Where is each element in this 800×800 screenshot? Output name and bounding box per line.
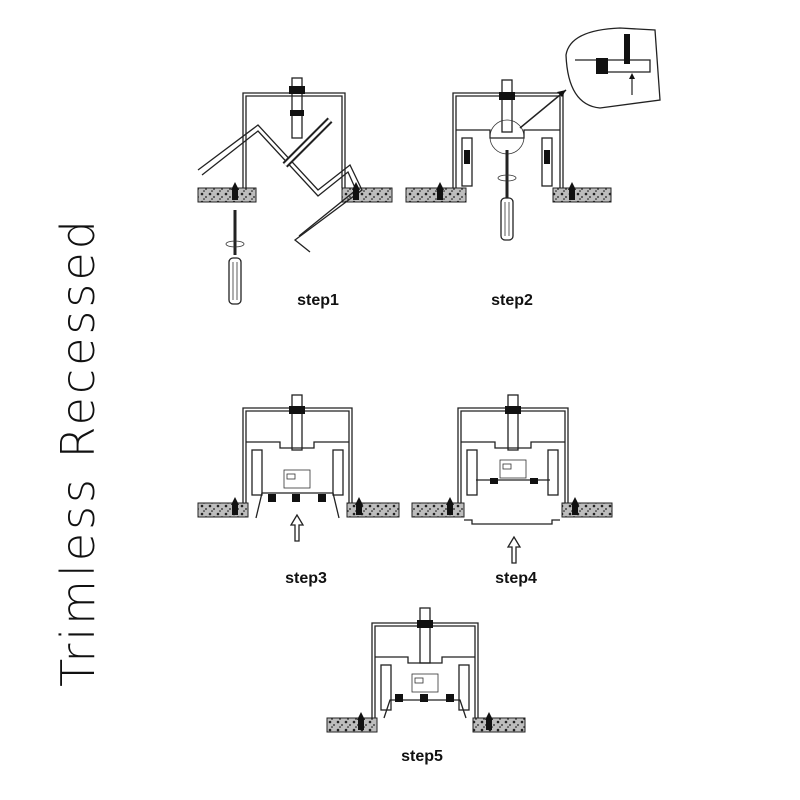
step5-label: step5: [401, 748, 443, 765]
step4-drawing: [411, 394, 613, 564]
step3-drawing: [197, 394, 400, 542]
step3-label: step3: [285, 570, 327, 587]
step1-label: step1: [297, 292, 339, 309]
step5-drawing: [326, 607, 526, 733]
step4-label: step4: [495, 570, 537, 587]
step2-label: step2: [491, 292, 533, 309]
step2-drawing: [405, 27, 661, 241]
step1-drawing: [197, 77, 393, 305]
